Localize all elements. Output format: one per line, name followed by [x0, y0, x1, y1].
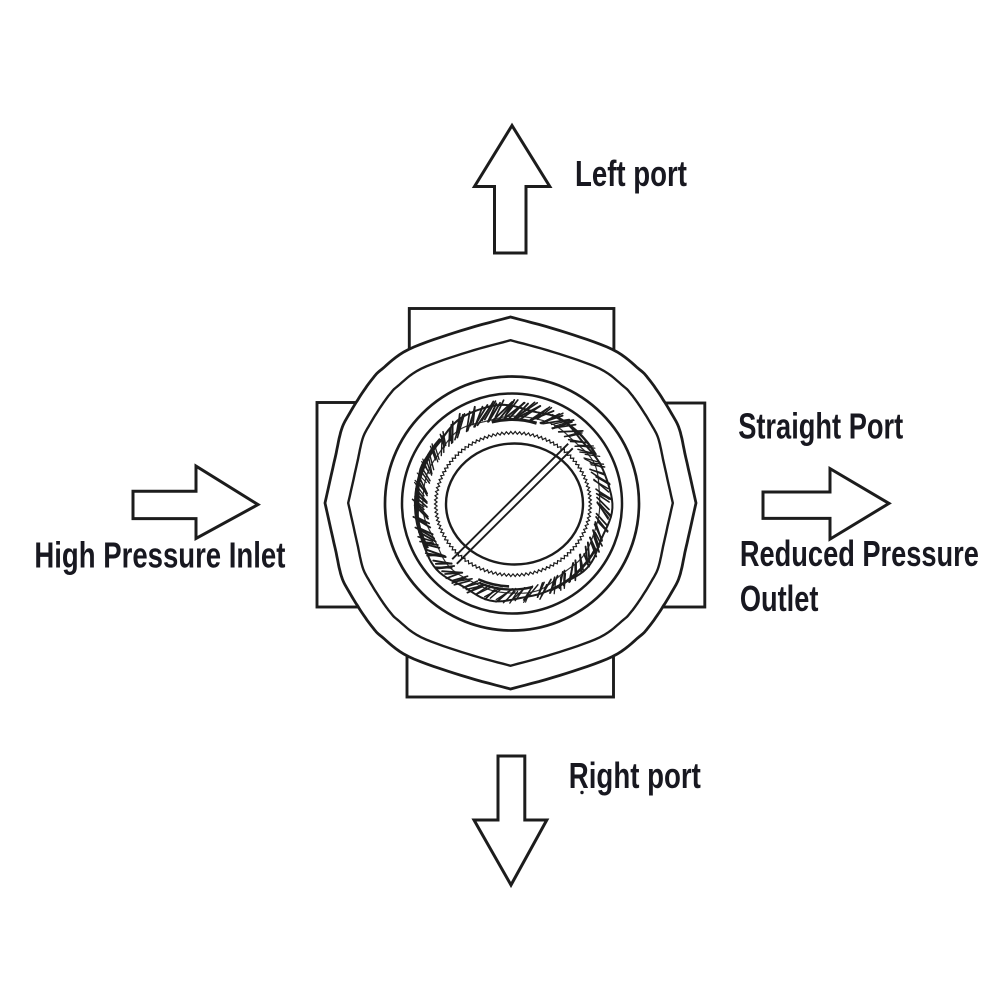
- svg-text:Reduced Pressure: Reduced Pressure: [740, 533, 979, 574]
- svg-text:Outlet: Outlet: [740, 578, 819, 619]
- svg-text:High Pressure Inlet: High Pressure Inlet: [34, 534, 285, 575]
- svg-text:Straight Port: Straight Port: [738, 405, 903, 446]
- svg-text:Left port: Left port: [575, 153, 687, 194]
- svg-text:Right port: Right port: [569, 755, 701, 796]
